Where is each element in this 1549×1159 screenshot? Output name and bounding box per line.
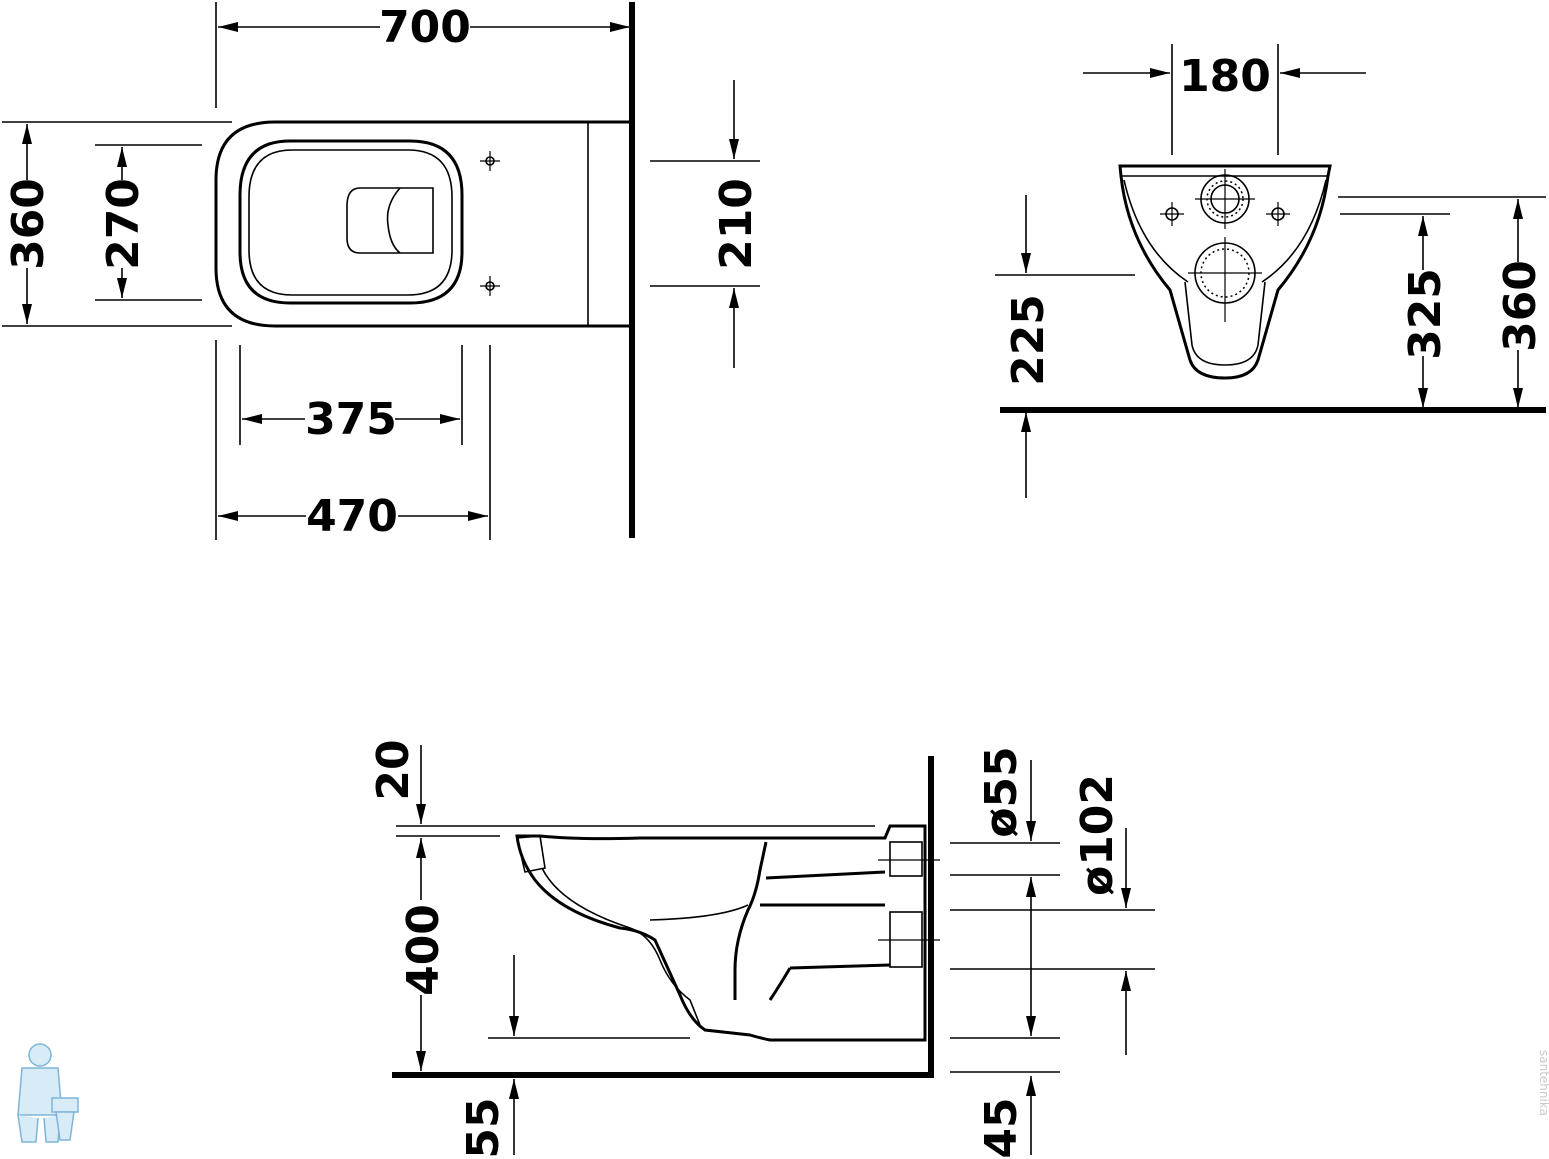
dim-470-arrow-left (218, 511, 238, 521)
dim-325-arrow-bottom (1418, 388, 1428, 408)
dim-45-label: 45 (976, 1097, 1027, 1158)
dim-d55-arrow-top (1026, 821, 1036, 841)
dim-55-label: 55 (458, 1097, 509, 1158)
dim-400-arrow-bottom (416, 1051, 426, 1071)
dim-700-arrow-right (610, 22, 630, 32)
dim-400-arrow-top (416, 838, 426, 858)
top-view: 700 360 270 210 375 (2, 2, 762, 542)
front-trap (1184, 281, 1266, 366)
dim-d102-arrow-top (1121, 888, 1131, 908)
side-inlet-fitting (878, 841, 940, 877)
front-inlet-circle (1195, 169, 1255, 229)
dim-225-arrow-bottom (1021, 412, 1031, 432)
top-fixing-hole-2 (480, 276, 500, 296)
front-inner-left (1123, 179, 1189, 283)
dim-45-arrow-bottom (1026, 1076, 1036, 1096)
dim-210-arrow-top (729, 139, 739, 159)
dim-375-arrow-left (242, 414, 262, 424)
dim-210-label: 210 (711, 178, 762, 270)
top-bowl-outline (238, 139, 464, 305)
dim-210-arrow-bottom (729, 288, 739, 308)
front-view: 180 225 325 360 (995, 44, 1546, 498)
top-outlet (346, 187, 434, 254)
dim-180-label: 180 (1179, 51, 1271, 102)
dim-360-arrow-bottom (22, 304, 32, 324)
front-fixing-hole-right (1266, 202, 1290, 226)
side-view: 20 400 55 ø55 ø102 45 (368, 739, 1155, 1159)
dim-360r-arrow-top (1513, 199, 1523, 219)
dim-470-arrow-right (468, 511, 488, 521)
dim-325-arrow-top (1418, 216, 1428, 236)
plumber-logo (17, 1043, 79, 1143)
dim-700-label: 700 (379, 2, 471, 53)
top-bowl-inner (248, 149, 453, 296)
top-body-outline (214, 120, 632, 328)
dim-270-label: 270 (98, 178, 149, 270)
dim-375-arrow-right (440, 414, 460, 424)
dim-270-arrow-bottom (117, 278, 127, 298)
dim-400-label: 400 (398, 904, 449, 996)
top-fixing-hole-1 (480, 151, 500, 171)
dim-55-arrow-top (509, 1016, 519, 1036)
side-bowl-outline (515, 824, 927, 1042)
side-rim-front (516, 835, 546, 873)
dim-d55-arrow-bottom (1026, 877, 1036, 897)
dim-375-label: 375 (305, 394, 397, 445)
dim-d102-arrow-bottom (1121, 971, 1131, 991)
dim-360r-label: 360 (1495, 260, 1546, 352)
side-trap-back (760, 870, 891, 1001)
side-water-line (649, 904, 749, 921)
dim-360-arrow-top (22, 124, 32, 144)
dim-20-arrow (416, 804, 426, 824)
side-watermark: santehnika (1537, 1050, 1549, 1116)
front-body-outline (1118, 164, 1332, 380)
dim-700-arrow-left (218, 22, 238, 32)
front-inner-right (1261, 179, 1327, 283)
dim-180-arrow-right (1280, 68, 1300, 78)
dim-225-label: 225 (1003, 294, 1054, 386)
dim-180-arrow-left (1150, 68, 1170, 78)
dim-325-label: 325 (1400, 268, 1451, 360)
dim-d102-label: ø102 (1072, 774, 1123, 896)
dim-470-label: 470 (306, 491, 398, 542)
side-outlet-fitting (878, 911, 940, 968)
top-outlet-curve (386, 187, 401, 254)
dim-225-arrow-top (1021, 253, 1031, 273)
dim-360r-arrow-bottom (1513, 388, 1523, 408)
dim-270-arrow-top (117, 147, 127, 167)
front-outlet-circle (1188, 237, 1262, 322)
side-trap (733, 841, 768, 1000)
dim-d55-label: ø55 (976, 746, 1027, 837)
front-fixing-hole-left (1160, 202, 1184, 226)
dim-55-arrow-bottom (509, 1079, 519, 1099)
side-bowl-inner (541, 867, 701, 1026)
dim-20-label: 20 (368, 739, 419, 800)
dim-360-label: 360 (3, 178, 54, 270)
dim-45-arrow-top (1026, 1016, 1036, 1036)
